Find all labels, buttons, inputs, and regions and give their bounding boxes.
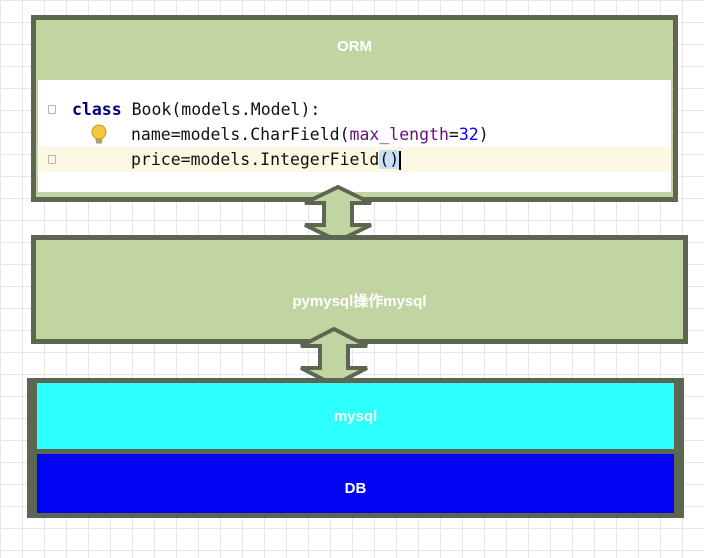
mysql-label: mysql [333, 408, 378, 425]
close-paren: ) [478, 125, 489, 144]
code-gutter [38, 80, 66, 192]
matched-parens: () [379, 150, 400, 169]
class-declaration: Book(models.Model): [121, 100, 321, 119]
equals-sign: = [448, 125, 459, 144]
name-field-def: name=models.CharField( [131, 125, 350, 144]
mysql-band: mysql [37, 383, 674, 449]
pymysql-label: pymysql操作mysql [292, 293, 427, 310]
fold-marker-icon [48, 155, 56, 164]
code-line-3: price=models.IntegerField() [38, 147, 671, 172]
code-snippet: class Book(models.Model): name=models.Ch… [38, 80, 671, 192]
database-box: mysql DB [27, 378, 684, 518]
text-caret [399, 151, 402, 170]
db-label: DB [344, 480, 367, 497]
max-length-value: 32 [458, 125, 479, 144]
code-line-2: name=models.CharField(max_length=32) [38, 122, 671, 147]
fold-marker-icon [48, 105, 56, 114]
class-keyword: class [72, 100, 122, 119]
orm-label: ORM [337, 38, 372, 55]
orm-box: ORM class Book(models.Model): name=model… [31, 15, 678, 202]
lightbulb-icon [91, 124, 107, 144]
db-band: DB [37, 454, 674, 513]
max-length-param: max_length [349, 125, 449, 144]
code-line-1: class Book(models.Model): [38, 97, 671, 122]
price-field-def: price=models.IntegerField [131, 150, 380, 169]
pymysql-box: pymysql操作mysql [31, 235, 688, 344]
